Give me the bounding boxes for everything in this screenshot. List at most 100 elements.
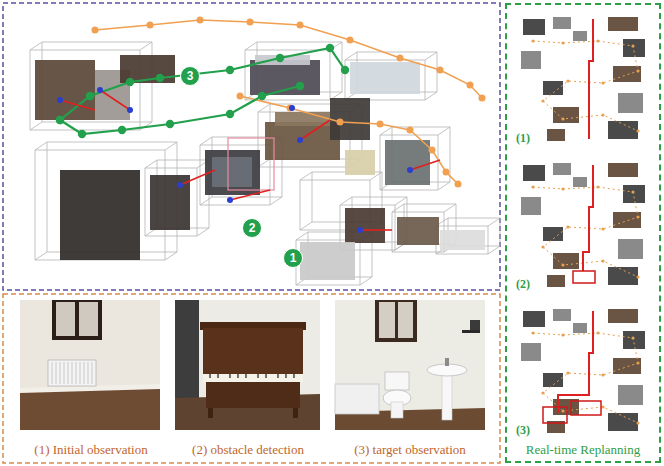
drawing-rect: [212, 157, 252, 187]
drawing-circle: [397, 55, 404, 62]
drawing-circle: [126, 78, 134, 86]
drawing-rect: [543, 81, 563, 95]
node-label: (2): [515, 277, 531, 291]
replanning-map: (2): [513, 157, 653, 293]
drawing-rect: [608, 17, 638, 31]
drawing-line: [265, 374, 266, 378]
drawing-path: [60, 86, 300, 134]
observation-photo: (1) Initial observation: [18, 298, 164, 462]
drawing-rect: [52, 300, 102, 340]
drawing-rect: [293, 408, 298, 418]
drawing-line: [84, 362, 85, 384]
drawing-circle: [86, 92, 94, 100]
drawing-rect: [571, 401, 601, 415]
drawing-rect: [228, 138, 274, 190]
drawing-rect: [543, 373, 563, 387]
drawing-line: [60, 362, 61, 384]
replanning-map: (1): [513, 11, 653, 147]
drawing-circle: [297, 22, 304, 29]
node-label: (1): [515, 131, 531, 145]
drawing-rect: [35, 60, 95, 120]
node-label: 2: [249, 222, 256, 234]
drawing-rect: [608, 163, 638, 177]
drawing-rect: [350, 62, 420, 94]
drawing-rect: [470, 320, 480, 330]
photo-obstacle: [175, 300, 320, 430]
drawing-line: [285, 374, 286, 378]
callout-number: 3: [180, 66, 200, 86]
drawing-rect: [345, 208, 385, 243]
drawing-circle: [337, 119, 344, 126]
drawing-rect: [613, 212, 641, 228]
drawing-path: [533, 41, 638, 131]
drawing-polygon: [20, 388, 160, 430]
node-label: 1: [290, 252, 297, 264]
drawing-circle: [326, 44, 334, 52]
drawing-path: [60, 100, 95, 110]
observation-photo: (2) obstacle detection: [172, 298, 324, 462]
drawing-circle: [429, 147, 436, 154]
drawing-circle: [118, 126, 126, 134]
drawing-circle: [347, 37, 354, 44]
drawing-rect: [608, 413, 638, 431]
drawing-path: [60, 48, 345, 120]
drawing-rect: [553, 309, 571, 321]
drawing-rect: [206, 382, 300, 408]
drawing-line: [88, 362, 89, 384]
scene-panel: [3, 3, 500, 290]
drawing-circle: [97, 87, 103, 93]
drawing-line: [237, 374, 238, 378]
drawing-g: [210, 374, 294, 378]
drawing-circle: [601, 373, 604, 376]
drawing-circle: [636, 275, 639, 278]
drawing-circle: [561, 41, 564, 44]
drawing-rect: [175, 300, 199, 398]
drawing-circle: [56, 116, 64, 124]
photo-initial: [20, 300, 160, 430]
drawing-rect: [608, 267, 638, 285]
drawing-rect: [56, 302, 75, 336]
drawing-circle: [636, 69, 639, 72]
drawing-path: [558, 311, 593, 413]
node-label: (1) Initial observation: [34, 442, 147, 458]
drawing-rect: [573, 177, 587, 187]
drawing-rect: [547, 129, 565, 141]
drawing-g: [513, 157, 653, 293]
drawing-path: [436, 218, 500, 254]
drawing-line: [76, 362, 77, 384]
drawing-rect: [208, 408, 213, 418]
drawing-rect: [553, 163, 571, 175]
drawing-line: [293, 374, 294, 378]
drawing-rect: [553, 17, 571, 29]
drawing-circle: [541, 245, 544, 248]
drawing-circle: [177, 182, 183, 188]
drawing-rect: [608, 121, 638, 139]
drawing-circle: [258, 92, 266, 100]
drawing-circle: [636, 129, 639, 132]
drawing-circle: [596, 331, 599, 334]
drawing-rect: [203, 328, 303, 374]
callout-number: 1: [283, 248, 303, 268]
drawing-line: [64, 362, 65, 384]
drawing-line: [72, 362, 73, 384]
drawing-circle: [601, 81, 604, 84]
drawing-circle: [561, 187, 564, 190]
drawing-rect: [391, 402, 403, 418]
drawing-rect: [20, 300, 160, 430]
drawing-rect: [553, 107, 579, 123]
drawing-rect: [335, 384, 379, 414]
drawing-circle: [541, 391, 544, 394]
drawing-rect: [385, 140, 430, 185]
node-label: (3): [515, 423, 531, 437]
drawing-circle: [407, 127, 414, 134]
drawing-circle: [156, 74, 164, 82]
drawing-rect: [442, 372, 452, 420]
replanning-map: (3): [513, 303, 653, 439]
drawing-rect: [265, 122, 340, 160]
node-label: 3: [187, 70, 194, 82]
drawing-circle: [226, 66, 234, 74]
drawing-circle: [566, 225, 569, 228]
drawing-path: [245, 42, 342, 100]
